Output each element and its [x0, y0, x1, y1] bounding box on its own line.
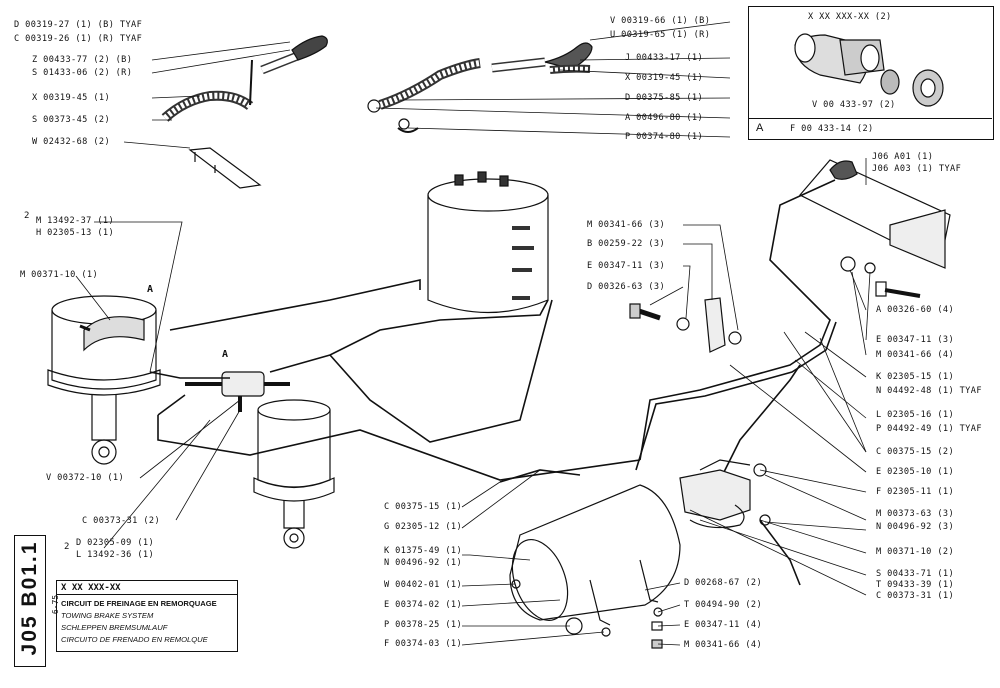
title-de: SCHLEPPEN BREMSUMLAUF — [61, 623, 168, 632]
inset-detail-box — [748, 6, 994, 140]
part-label: J 00433-17 (1) — [625, 53, 704, 63]
part-label: P 00378-25 (1) — [384, 620, 463, 630]
part-label: D 02305-09 (1) — [76, 538, 155, 548]
part-label: G 02305-12 (1) — [384, 522, 463, 532]
sheet-code-box: J05 B01.1 — [14, 535, 46, 667]
part-label: M 13492-37 (1) — [36, 216, 115, 226]
part-label: V 00319-66 (1) (B) — [610, 16, 711, 26]
leader-lines — [75, 21, 871, 646]
inset-ref-v: V 00 433-97 (2) — [812, 100, 896, 110]
part-label: A 00326-60 (4) — [876, 305, 955, 315]
brake-chamber-left-icon — [47, 295, 161, 465]
title-block-ref: X XX XXX-XX — [57, 581, 237, 595]
inset-elbow-fitting-icon — [794, 33, 944, 107]
part-label: C 00373-31 (1) — [876, 591, 955, 601]
part-label: D 00319-27 (1) (B) TYAF — [14, 20, 143, 30]
inset-footer — [748, 118, 992, 139]
part-label: W 02432-68 (2) — [32, 137, 111, 147]
part-label: F 00374-03 (1) — [384, 639, 463, 649]
part-label: S 00373-45 (2) — [32, 115, 111, 125]
part-label: E 00347-11 (4) — [684, 620, 763, 630]
part-label: A 00496-80 (1) — [625, 113, 704, 123]
part-label: C 00319-26 (1) (R) TYAF — [14, 34, 143, 44]
air-reservoir-upper-icon — [427, 171, 549, 314]
tag-a: A — [222, 349, 229, 360]
part-label: M 00341-66 (4) — [684, 640, 763, 650]
part-label: M 00341-66 (4) — [876, 350, 955, 360]
inset-ref-f: F 00 433-14 (2) — [790, 124, 874, 134]
circled-number: 2 — [24, 211, 30, 221]
part-label: X 00319-45 (1) — [625, 73, 704, 83]
part-label: P 04492-49 (1) TYAF — [876, 424, 982, 434]
tee-fitting-icon — [185, 371, 290, 412]
part-label: D 00326-63 (3) — [587, 282, 666, 292]
part-label: S 01433-06 (2) (R) — [32, 68, 133, 78]
part-label: E 00347-11 (3) — [876, 335, 955, 345]
tag-a: A — [147, 284, 154, 295]
part-label: C 00375-15 (1) — [384, 502, 463, 512]
part-label: H 02305-13 (1) — [36, 228, 115, 238]
part-label: V 00372-10 (1) — [46, 473, 125, 483]
part-label: M 00371-10 (2) — [876, 547, 955, 557]
part-label: D 00268-67 (2) — [684, 578, 763, 588]
part-label: E 00347-11 (3) — [587, 261, 666, 271]
part-label: K 02305-15 (1) — [876, 372, 955, 382]
air-tank-lower-icon — [509, 484, 681, 637]
circled-number: 2 — [64, 542, 70, 552]
brake-pipe-network — [149, 179, 837, 586]
inset-ref-top: X XX XXX-XX (2) — [808, 12, 892, 22]
part-label: L 02305-16 (1) — [876, 410, 955, 420]
relay-valve-icon — [679, 459, 771, 529]
nut-washer-set-icon — [651, 607, 663, 649]
part-label: W 00402-01 (1) — [384, 580, 463, 590]
part-label: L 13492-36 (1) — [76, 550, 155, 560]
chassis-bracket-icon — [799, 159, 951, 298]
part-label: D 00375-85 (1) — [625, 93, 704, 103]
part-label: N 00496-92 (3) — [876, 522, 955, 532]
title-fr: CIRCUIT DE FREINAGE EN REMORQUAGE — [61, 599, 217, 608]
part-label: E 00374-02 (1) — [384, 600, 463, 610]
part-label: F 02305-11 (1) — [876, 487, 955, 497]
title-block: X XX XXX-XX CIRCUIT DE FREINAGE EN REMOR… — [56, 580, 238, 652]
part-label: B 00259-22 (3) — [587, 239, 666, 249]
part-label: U 00319-65 (1) (R) — [610, 30, 711, 40]
part-label: K 01375-49 (1) — [384, 546, 463, 556]
brake-chamber-right-icon — [253, 399, 335, 549]
part-label: M 00371-10 (1) — [20, 270, 99, 280]
mounting-hardware-icon — [629, 297, 742, 353]
inset-tag-a: A — [756, 122, 764, 134]
part-label: Z 00433-77 (2) (B) — [32, 55, 133, 65]
part-label: J06 A01 (1) — [872, 152, 934, 162]
part-label: M 00373-63 (3) — [876, 509, 955, 519]
part-label: S 00433-71 (1) — [876, 569, 955, 579]
part-label: T 00494-90 (2) — [684, 600, 763, 610]
part-label: N 00496-92 (1) — [384, 558, 463, 568]
title-es: CIRCUITO DE FRENADO EN REMOLQUE — [61, 635, 208, 644]
part-label: M 00341-66 (3) — [587, 220, 666, 230]
part-label: C 00375-15 (2) — [876, 447, 955, 457]
part-label: X 00319-45 (1) — [32, 93, 111, 103]
part-label: T 09433-39 (1) — [876, 580, 955, 590]
title-en: TOWING BRAKE SYSTEM — [61, 611, 154, 620]
hose-assembly-left-icon — [161, 35, 328, 189]
hose-assembly-center-icon — [367, 42, 593, 133]
part-label: J06 A03 (1) TYAF — [872, 164, 962, 174]
part-label: C 00373-31 (2) — [82, 516, 161, 526]
sheet-code: J05 B01.1 — [18, 540, 41, 656]
part-label: E 02305-10 (1) — [876, 467, 955, 477]
part-label: P 00374-80 (1) — [625, 132, 704, 142]
part-label: N 04492-48 (1) TYAF — [876, 386, 982, 396]
